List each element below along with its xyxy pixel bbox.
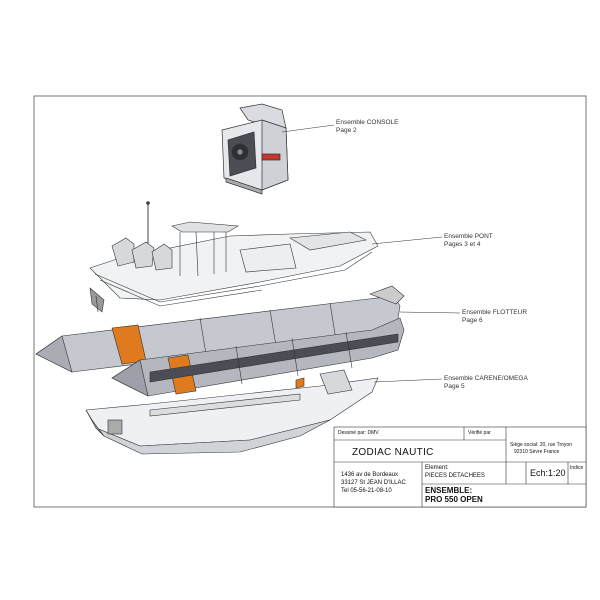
callout-console-page: Page 2	[336, 126, 357, 134]
address-line-2: 33127 St JEAN D'ILLAC	[341, 480, 406, 486]
head-office-line-2: 92310 Sèvre France	[514, 449, 560, 455]
checked-by: Vérifié par	[468, 430, 491, 436]
revision-index: Indice	[570, 465, 584, 471]
console-assembly	[221, 103, 289, 195]
ensemble-label: ENSEMBLE:	[425, 486, 473, 495]
callout-console-name: Ensemble CONSOLE	[336, 119, 399, 126]
callout-carene-page: Page 5	[444, 382, 465, 390]
ensemble-value: PRO 550 OPEN	[425, 495, 483, 504]
callout-carene-name: Ensemble CARENE/OMEGA	[444, 375, 528, 382]
sheet-border	[33, 95, 587, 508]
leader-pont	[371, 236, 443, 245]
head-office-line-1: Siège social: 20, rue Troyon	[510, 442, 572, 448]
callout-flotteur: Ensemble FLOTTEUR Page 6	[462, 309, 527, 324]
element-value: PIECES DETACHEES	[425, 473, 485, 479]
title-block-frame	[333, 426, 587, 508]
callout-carene: Ensemble CARENE/OMEGA Page 5	[444, 375, 528, 390]
leader-flotteur	[399, 311, 461, 314]
callout-pont: Ensemble PONT Pages 3 et 4	[444, 233, 493, 248]
address-line-3: Tel 05-56-21-08-10	[341, 488, 392, 494]
deck-assembly	[89, 201, 379, 313]
leader-carene	[373, 378, 443, 383]
callout-pont-page: Pages 3 et 4	[444, 240, 481, 248]
callout-pont-name: Ensemble PONT	[444, 233, 493, 240]
drawn-by: Dessiné par: DMV	[338, 430, 379, 436]
leader-console	[281, 124, 335, 133]
scale: Ech:1:20	[530, 468, 566, 478]
address-line-1: 1436 av de Bordeaux	[341, 472, 399, 478]
callout-console: Ensemble CONSOLE Page 2	[336, 119, 399, 134]
element-label: Element:	[425, 465, 449, 471]
callout-flotteur-page: Page 6	[462, 316, 483, 324]
hull-assembly	[85, 369, 379, 455]
company-name: ZODIAC NAUTIC	[352, 447, 434, 458]
tube-assembly	[35, 285, 405, 397]
callout-flotteur-name: Ensemble FLOTTEUR	[462, 309, 528, 316]
